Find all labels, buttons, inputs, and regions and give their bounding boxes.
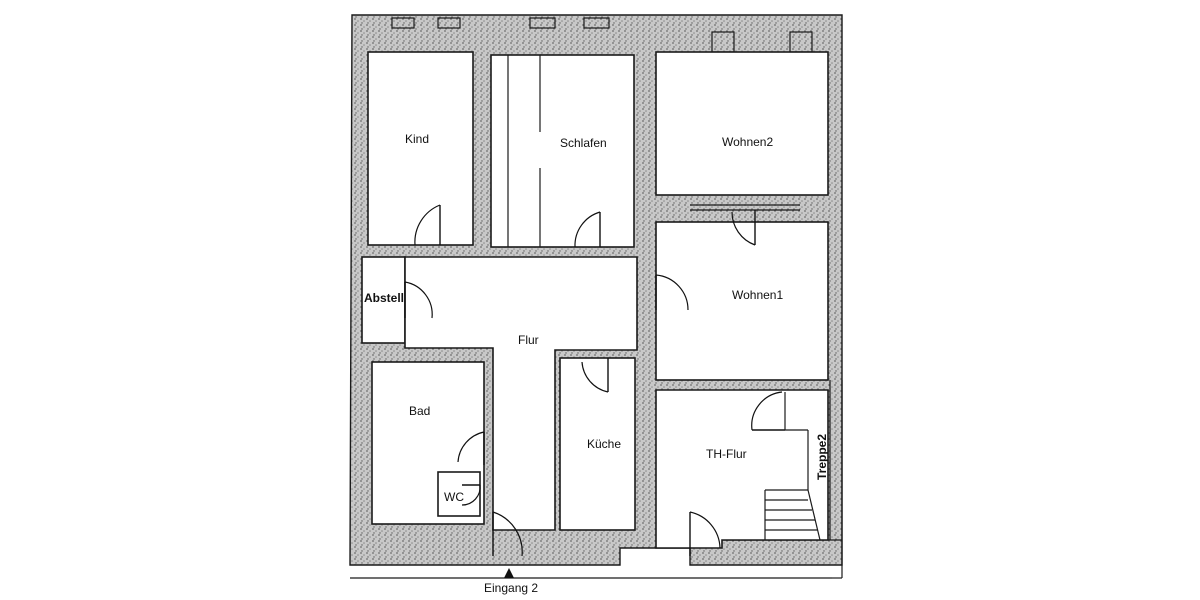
wardrobe-partitions — [507, 55, 541, 247]
door-abstell — [404, 281, 433, 319]
label-th-flur: TH-Flur — [706, 447, 747, 461]
room-th-flur — [655, 389, 829, 549]
door-wc — [461, 484, 481, 506]
room-wohnen2 — [655, 51, 829, 196]
label-wc: WC — [444, 490, 464, 504]
label-schlafen: Schlafen — [560, 136, 607, 150]
door-bad — [457, 431, 485, 465]
label-kueche: Küche — [587, 437, 621, 451]
room-schlafen — [490, 54, 635, 248]
staircase — [764, 392, 821, 541]
room-flur — [404, 256, 638, 531]
door-wohnen2 — [731, 210, 756, 246]
label-wohnen2: Wohnen2 — [722, 135, 773, 149]
label-eingang: Eingang 2 — [484, 581, 538, 595]
opening-wohnen — [690, 204, 800, 211]
door-wohnen1 — [655, 274, 689, 311]
door-entrance — [492, 511, 523, 557]
label-abstell: Abstell — [364, 291, 404, 305]
label-wohnen1: Wohnen1 — [732, 288, 783, 302]
room-kueche — [559, 357, 636, 531]
label-flur: Flur — [518, 333, 539, 347]
room-wohnen1 — [655, 221, 829, 381]
door-kueche — [581, 358, 609, 393]
room-wc — [437, 471, 481, 517]
door-kind — [414, 204, 441, 246]
label-treppe2: Treppe2 — [815, 434, 829, 480]
entrance-arrow-icon — [504, 568, 514, 578]
room-kind — [367, 51, 474, 246]
label-kind: Kind — [405, 132, 429, 146]
door-th-flur — [689, 511, 721, 556]
door-th-flur-upper — [751, 391, 785, 431]
door-schlafen — [574, 211, 601, 248]
label-bad: Bad — [409, 404, 430, 418]
